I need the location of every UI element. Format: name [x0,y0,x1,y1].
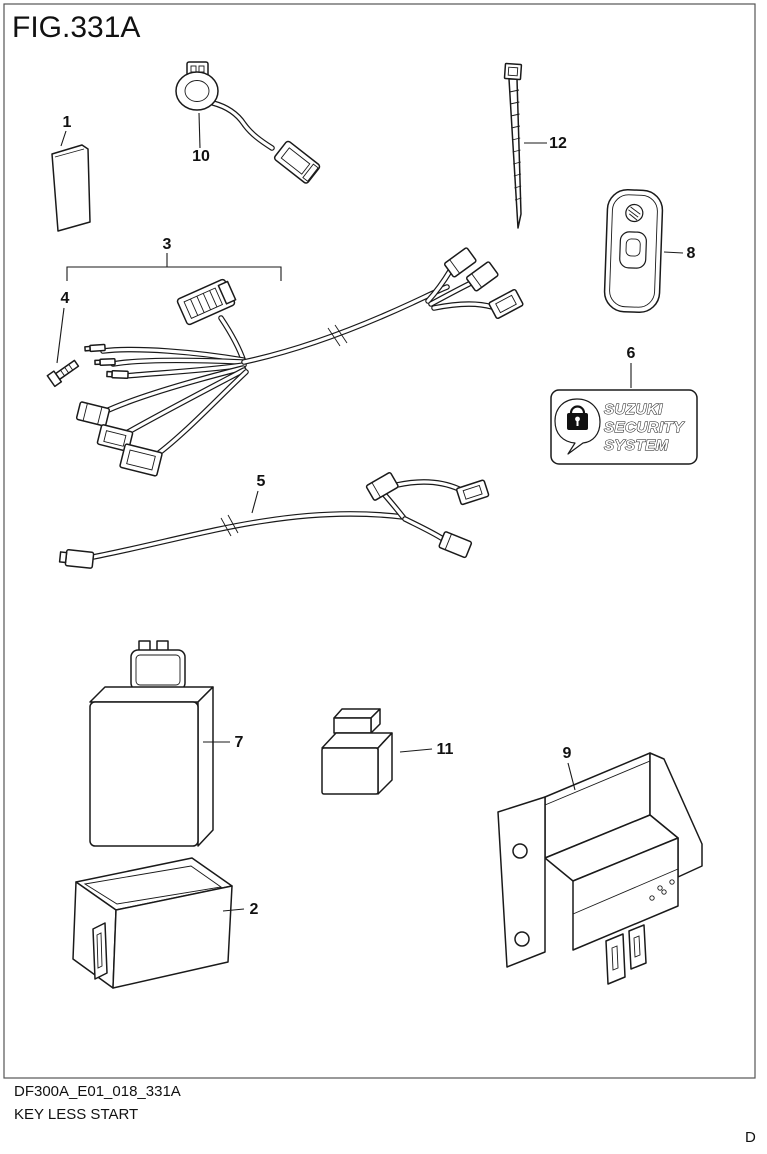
callout-part-4: 4 [56,290,70,364]
callout-part-5: 5 [251,473,266,514]
part-5-drawing [58,472,490,569]
callout-part-9: 9 [563,745,576,791]
part-10-drawing [175,61,321,184]
part-6-security-label: SUZUKI SECURITY SYSTEM [550,389,698,465]
callout-part-1: 1 [60,114,72,147]
part-3-drawing [75,247,524,477]
part-2-drawing [72,857,233,989]
callout-part-3: 3 [66,236,282,281]
security-label-line1: SUZUKI [604,401,663,418]
callout-part-11: 11 [399,741,454,758]
part-11-drawing [321,708,393,795]
drawing-frame [3,3,756,1079]
svg-text:4: 4 [61,290,70,307]
page-marker: D [745,1129,756,1146]
part-12-drawing [503,62,523,229]
security-label-line2: SECURITY [604,419,685,436]
part-8-drawing [603,189,664,314]
svg-text:3: 3 [163,236,172,253]
part-1-drawing [51,144,91,232]
part-7-drawing [89,640,214,847]
drawing-name: KEY LESS START [14,1106,138,1123]
security-label-line3: SYSTEM [604,437,669,454]
svg-text:5: 5 [257,473,266,490]
svg-text:7: 7 [235,734,244,751]
svg-text:2: 2 [250,901,259,918]
svg-text:12: 12 [549,135,567,152]
callout-part-6: 6 [627,345,636,388]
callout-part-8: 8 [663,245,696,262]
callout-part-7: 7 [203,734,244,751]
drawing-code: DF300A_E01_018_331A [14,1083,181,1100]
svg-text:8: 8 [687,245,696,262]
figure-title: FIG.331A [12,11,140,44]
svg-text:1: 1 [63,114,72,131]
callout-part-12: 12 [524,135,567,152]
callout-part-2: 2 [222,901,259,918]
part-4-drawing [46,359,80,388]
part-9-drawing [497,752,703,985]
svg-text:6: 6 [627,345,636,362]
svg-text:11: 11 [437,741,454,758]
padlock-icon [567,405,588,430]
callout-part-10: 10 [192,112,210,165]
svg-text:9: 9 [563,745,572,762]
svg-text:10: 10 [192,148,210,165]
